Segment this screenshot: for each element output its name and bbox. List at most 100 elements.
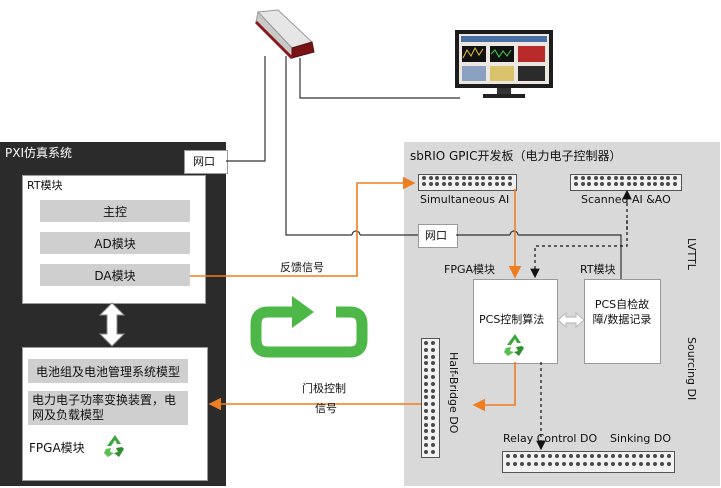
connector-pin [618,454,622,458]
connector-pin [562,454,566,458]
connector-pin [468,176,473,180]
connector-pin [424,361,428,366]
connector-pin [555,462,559,466]
connector-pin [569,454,573,458]
gate-control-signal-label-2: 信号 [315,402,337,415]
connector-pin [441,182,446,186]
connector-pin [428,182,433,186]
sbrio-rt-module-label: RT模块 [580,263,616,276]
recycle-icon [504,334,524,356]
pxi-network-port-label: 网口 [193,155,215,168]
loop-arrow-icon [250,296,368,358]
sbrio-panel [404,142,720,486]
sbrio-network-port-label: 网口 [425,229,447,242]
connector-pin [520,454,524,458]
connector-pin [488,182,492,186]
connector-pin [653,454,657,458]
connector-pin [590,454,594,458]
connector-pin [659,176,664,180]
connector-pin [435,182,440,186]
pcs-selfcheck-box [584,279,661,364]
connector-pin [666,182,671,186]
connector-pin [431,361,435,366]
connector-pin [424,368,428,373]
connector-pin [424,436,428,441]
connector-pin [640,176,644,180]
connector-pin [424,422,428,427]
sinking-do-label: Sinking DO [610,432,672,445]
connector-pin [424,395,428,400]
connector-pin [569,462,573,466]
connector-pin [607,176,611,180]
connector-pin [424,388,428,393]
connector-pin [424,415,428,420]
pcs-selfcheck-label: PCS自检故障/数据记录 [592,298,652,326]
connector-pin [562,462,566,466]
connector-pin [506,454,510,458]
connector-pin [507,182,512,186]
rt-item-ad-module: AD模块 [40,232,190,254]
gate-control-signal-label-1: 门极控制 [302,381,346,395]
connector-pin [448,176,453,180]
connector-pin [659,182,664,186]
connector-pin [431,409,435,413]
connector-pin [441,176,446,180]
connector-pin [431,402,435,407]
connector-pin [431,415,435,420]
pcs-control-box [473,279,558,364]
connector-pin [548,462,552,466]
connector-pin [431,422,435,427]
connector-pin [607,182,611,186]
connector-pin [474,176,479,180]
simultaneous-ai-label: Simultaneous AI [420,193,510,206]
connector-pin [424,341,428,345]
connector-pin [639,462,643,466]
connector-pin [431,388,435,393]
connector-pin [597,462,601,466]
connector-pin [574,176,578,180]
connector-pin [422,176,426,180]
scanned-ai-ao-label: Scanned AI &AO [581,193,671,206]
bidirectional-arrow-icon [557,311,585,329]
connector-pin [424,409,428,413]
connector-pin [653,176,658,180]
sbrio-title: sbRIO GPIC开发板（电力电子控制器） [410,149,622,163]
router-icon [254,9,315,60]
connector-pin [600,176,605,180]
connector-pin [431,443,435,447]
fpga-item-power-converter-model: 电力电子功率变换装置，电网及负载模型 [28,391,188,425]
connector-pin [613,182,618,186]
connector-pin [431,436,435,441]
connector-pin [576,454,580,458]
connector-pin [625,454,629,458]
connector-pin [580,176,585,180]
connector-pin [555,454,559,458]
connector-pin [488,176,492,180]
connector-pin [513,462,517,466]
connector-pin [424,354,428,359]
fpga-item-battery-model: 电池组及电池管理系统模型 [28,359,188,383]
connector-pin [593,182,598,186]
connector-pin [527,454,531,458]
connector-pin [673,176,677,180]
connector-pin [632,454,636,458]
connector-pin [481,182,486,186]
connector-pin [604,454,608,458]
connector-pin [632,462,636,466]
connector-pin [435,176,440,180]
connector-pin [448,182,453,186]
feedback-signal-label: 反馈信号 [280,261,324,274]
connector-pin [424,375,428,379]
connector-pin [494,182,499,186]
connector-pin [583,462,587,466]
connector-pin [501,182,506,186]
connector-pin [587,182,592,186]
sbrio-fpga-module-label: FPGA模块 [444,263,496,276]
connector-pin [431,395,435,400]
connector-pin [424,381,428,386]
connector-pin [534,462,538,466]
connector-pin [424,402,428,407]
pcs-control-label: PCS控制算法 [479,313,545,326]
vertical-double-arrow-icon [98,302,126,347]
